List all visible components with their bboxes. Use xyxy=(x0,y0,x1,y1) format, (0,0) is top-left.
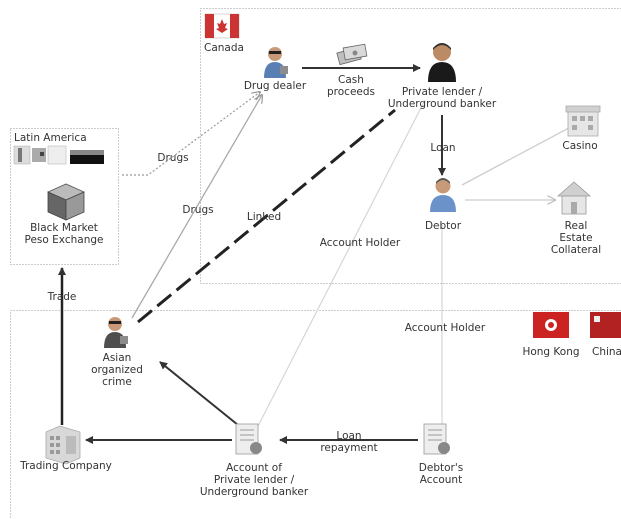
canada-region xyxy=(200,8,621,284)
latin-america-label: Latin America xyxy=(14,132,87,144)
edge-account-holder-lender xyxy=(254,99,426,433)
account-private-lender-label: Account of Private lender / Underground … xyxy=(199,462,309,498)
edge-latam-drugs xyxy=(122,92,260,176)
black-market-box-icon xyxy=(47,183,85,221)
drugs-label-asian: Drugs xyxy=(182,204,214,216)
drug-dealer-label: Drug dealer xyxy=(243,80,307,92)
drugs-label-latam: Drugs xyxy=(157,152,189,164)
cash-proceeds-label: Cash proceeds xyxy=(326,74,376,98)
debtors-account-label: Debtor's Account xyxy=(418,462,464,486)
edge-debtor-casino xyxy=(461,122,580,186)
real-estate-label: Real Estate Collateral xyxy=(550,220,602,256)
china-flag-icon xyxy=(590,312,621,338)
casino-label: Casino xyxy=(562,140,598,152)
loan-label: Loan xyxy=(430,142,456,154)
edge-asian-drugs xyxy=(131,95,262,319)
debtor-account-document-icon xyxy=(423,423,450,455)
asian-crime-label: Asian organized crime xyxy=(91,352,143,388)
black-market-label: Black Market Peso Exchange xyxy=(24,222,104,246)
canada-flag-icon xyxy=(204,13,240,39)
trading-company-label: Trading Company xyxy=(20,460,112,472)
trade-label: Trade xyxy=(47,291,77,303)
casino-building-icon xyxy=(565,105,601,137)
edge-linked xyxy=(137,108,396,324)
edge-to-asian xyxy=(159,361,239,426)
debtor-label: Debtor xyxy=(424,220,462,232)
hong-kong-label: Hong Kong xyxy=(522,346,580,358)
private-lender-label: Private lender / Underground banker xyxy=(387,86,497,110)
loan-repayment-label: Loan repayment xyxy=(320,430,378,454)
private-lender-person-icon xyxy=(428,43,456,82)
cash-icon xyxy=(336,43,368,66)
trading-company-building-icon xyxy=(45,425,81,465)
latin-america-flags-icon xyxy=(13,145,104,165)
debtor-person-icon xyxy=(430,178,456,212)
account-lender-document-icon xyxy=(235,423,262,455)
real-estate-house-icon xyxy=(556,181,592,215)
drug-dealer-person-icon xyxy=(264,47,288,78)
china-label: China xyxy=(592,346,621,358)
account-holder-label-1: Account Holder xyxy=(319,237,401,249)
account-holder-label-2: Account Holder xyxy=(404,322,486,334)
latin-america-region xyxy=(10,128,119,265)
asia-region xyxy=(10,310,621,519)
asian-crime-person-icon xyxy=(104,317,128,348)
hong-kong-flag-icon xyxy=(533,312,569,338)
linked-label: Linked xyxy=(246,211,282,223)
canada-label: Canada xyxy=(204,42,244,54)
